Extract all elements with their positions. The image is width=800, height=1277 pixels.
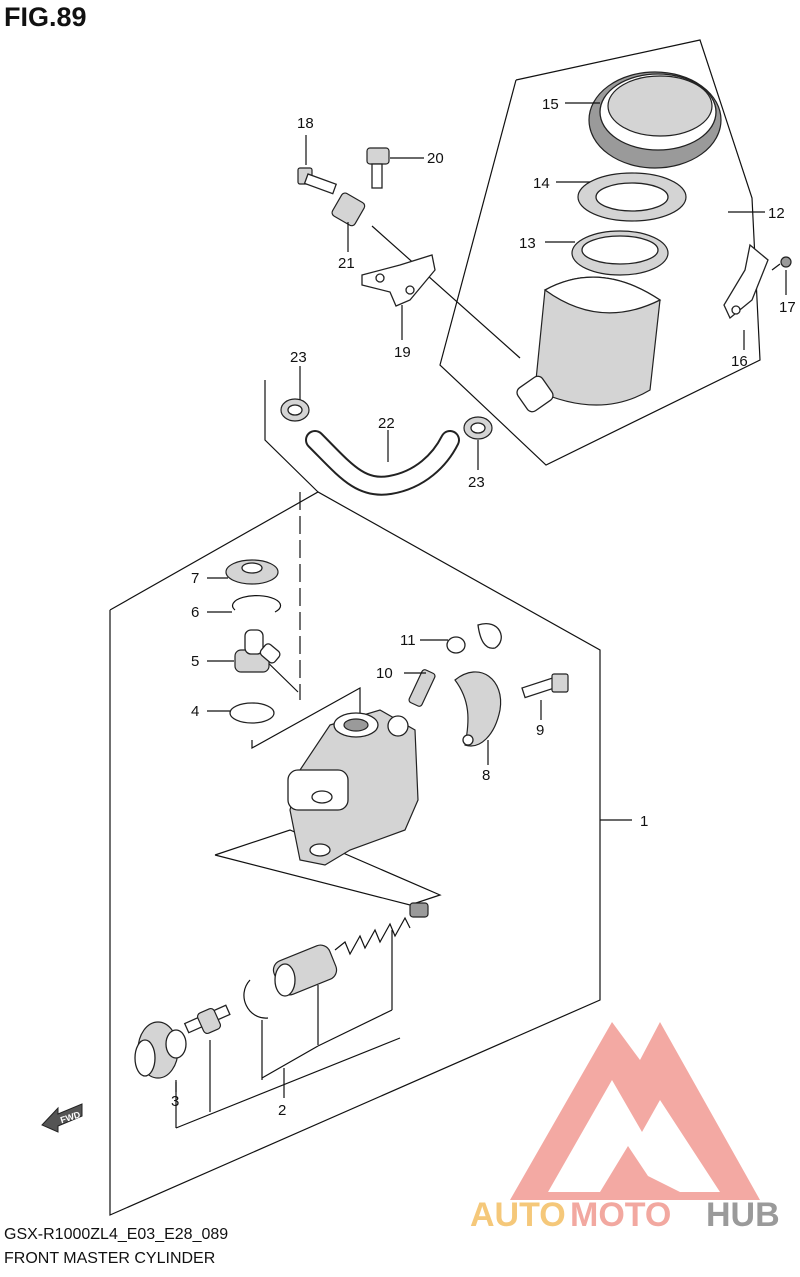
bracket-19	[361, 254, 436, 307]
bleeder-valve	[408, 669, 436, 707]
figure-title: FIG.89	[4, 2, 87, 32]
callout-16: 16	[731, 353, 748, 370]
figure-caption: FRONT MASTER CYLINDER	[4, 1250, 216, 1267]
master-cylinder-group-outline	[109, 491, 601, 1216]
hose-clip-right	[463, 416, 493, 440]
callout-7: 7	[191, 570, 199, 587]
leader-lines	[175, 225, 521, 1129]
collar-21	[331, 192, 366, 227]
callout-22: 22	[378, 415, 395, 432]
callout-3: 3	[171, 1093, 179, 1110]
callout-12: 12	[768, 205, 785, 222]
callout-10: 10	[376, 665, 393, 682]
watermark-text: AUTO MOTO HUB	[470, 1196, 780, 1234]
dust-boot	[134, 1021, 187, 1079]
callout-14: 14	[533, 175, 550, 192]
bolt-20	[366, 147, 390, 189]
callout-5: 5	[191, 653, 199, 670]
callout-13: 13	[519, 235, 536, 252]
reservoir-cap	[588, 71, 722, 169]
callout-1: 1	[640, 813, 648, 830]
callout-17: 17	[779, 299, 796, 316]
reservoir-body	[516, 276, 662, 413]
callout-11: 11	[400, 632, 416, 649]
bolt-9	[521, 673, 569, 699]
pushrod	[183, 1004, 231, 1035]
hose-clip-left	[280, 398, 310, 422]
model-code: GSX-R1000ZL4_E03_E28_089	[4, 1226, 229, 1243]
screw-17	[771, 256, 792, 271]
callout-18: 18	[297, 115, 314, 132]
watermark-auto: AUTO	[470, 1196, 566, 1234]
callout-23-right: 23	[468, 474, 485, 491]
bolt-18	[297, 167, 338, 195]
boot-7	[225, 559, 279, 585]
reservoir-bracket	[723, 243, 769, 320]
hose-joint	[234, 629, 281, 673]
circlip-6	[231, 595, 282, 613]
callout-21: 21	[338, 255, 355, 272]
callout-4: 4	[191, 703, 199, 720]
callout-numbers: 1 2 3 4 5 6 7 8 9 10 11 12 13 14 15 16 1…	[171, 96, 796, 1119]
callout-23-left: 23	[290, 349, 307, 366]
callout-2: 2	[278, 1102, 286, 1119]
watermark-logo	[510, 1022, 760, 1200]
callout-15: 15	[542, 96, 559, 113]
spring	[334, 902, 429, 956]
callout-20: 20	[427, 150, 444, 167]
piston	[272, 944, 338, 997]
holder-8	[454, 671, 502, 747]
bleeder-cap	[446, 623, 502, 654]
callout-9: 9	[536, 722, 544, 739]
master-cylinder-body	[287, 709, 419, 866]
reservoir-group-outline	[439, 39, 761, 466]
watermark-moto: MOTO	[570, 1196, 671, 1234]
watermark-hub: HUB	[706, 1196, 780, 1234]
fwd-arrow: FWD	[41, 1103, 83, 1133]
circlip-2	[243, 979, 269, 1019]
callout-6: 6	[191, 604, 199, 621]
diaphragm-plate	[577, 172, 687, 222]
diaphragm	[571, 230, 669, 276]
callout-8: 8	[482, 767, 490, 784]
callout-leaders	[175, 102, 787, 1098]
callout-19: 19	[394, 344, 411, 361]
o-ring	[229, 702, 275, 724]
